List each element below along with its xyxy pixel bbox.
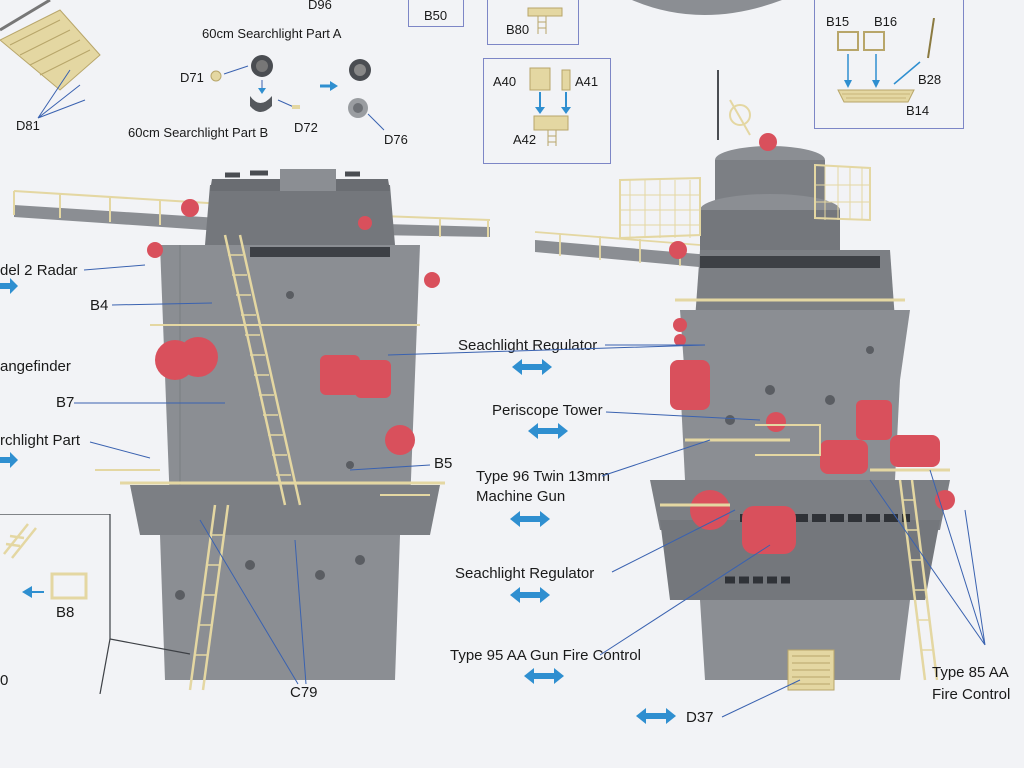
label-d72: D72: [294, 120, 318, 135]
label-type85-l1: Type 85 AA: [932, 664, 1009, 681]
inset-b8-frame: [0, 514, 195, 694]
label-b7: B7: [56, 394, 75, 411]
edge-arrow-1: [0, 278, 20, 294]
label-d96: D96: [308, 0, 332, 12]
inset-a-parts: [490, 62, 604, 152]
label-c79: C79: [290, 684, 318, 701]
label-a40: A40: [493, 74, 517, 89]
label-d71: D71: [180, 70, 204, 85]
double-arrow-5: [524, 667, 564, 685]
label-d76: D76: [384, 132, 408, 147]
double-arrow-2: [528, 422, 568, 440]
label-b15: B15: [826, 14, 850, 29]
callout-periscope: Periscope Tower: [492, 402, 603, 419]
double-arrow-6: [636, 707, 676, 725]
double-arrow-1: [512, 358, 552, 376]
inset-b-parts: [824, 18, 954, 118]
label-b4: B4: [90, 297, 109, 314]
label-b50: B50: [424, 8, 448, 23]
label-edge-0: 0: [0, 672, 9, 689]
label-b28: B28: [918, 72, 942, 87]
label-b80: B80: [506, 22, 530, 37]
label-searchlight-b: 60cm Searchlight Part B: [128, 125, 269, 140]
searchlight-parts: [200, 48, 400, 138]
label-searchlight-a: 60cm Searchlight Part A: [202, 26, 342, 41]
leader-d81: [37, 69, 86, 119]
right-tower-illustration: [530, 60, 1024, 700]
label-b14: B14: [906, 103, 930, 118]
label-b16: B16: [874, 14, 898, 29]
label-b5: B5: [434, 455, 453, 472]
left-tower-illustration: [0, 165, 500, 705]
double-arrow-4: [510, 586, 550, 604]
inset-b-box: [814, 0, 964, 129]
label-searchlight-part: rchlight Part: [0, 432, 81, 449]
label-d81: D81: [16, 118, 40, 133]
edge-arrow-2: [0, 452, 20, 468]
label-type85-l2: Fire Control: [932, 686, 1011, 703]
label-b8: B8: [56, 604, 75, 621]
label-radar: del 2 Radar: [0, 262, 78, 279]
callout-regulator-2: Seachlight Regulator: [455, 565, 595, 582]
callout-d37: D37: [686, 709, 714, 726]
callout-type96-l2: Machine Gun: [476, 488, 566, 505]
label-a41: A41: [575, 74, 599, 89]
label-rangefinder: angefinder: [0, 358, 71, 375]
top-left-etch-fragment: [0, 0, 110, 120]
inset-b50: [408, 0, 464, 27]
label-a42: A42: [513, 132, 537, 147]
callout-type96-l1: Type 96 Twin 13mm: [476, 468, 610, 485]
double-arrow-3: [510, 510, 550, 528]
left-leader-lines: [0, 0, 480, 700]
inset-b80: [487, 0, 579, 45]
inset-a-box: [483, 58, 611, 164]
b80-ladder-part: [520, 4, 570, 34]
callout-type95: Type 95 AA Gun Fire Control: [450, 647, 641, 664]
top-hull-fragment: [632, 0, 782, 22]
